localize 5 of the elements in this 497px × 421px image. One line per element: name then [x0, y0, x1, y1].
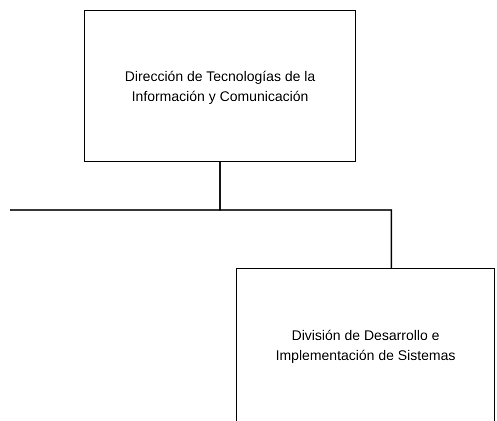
org-unit-box — [236, 268, 495, 421]
unit-name: Dirección de Tecnologías de la Información y Comunicación — [124, 66, 316, 106]
org-unit-box — [84, 10, 356, 162]
connector-line — [10, 162, 221, 211]
unit-name: División de Desarrollo e Implementación de Sistemas — [274, 326, 456, 365]
